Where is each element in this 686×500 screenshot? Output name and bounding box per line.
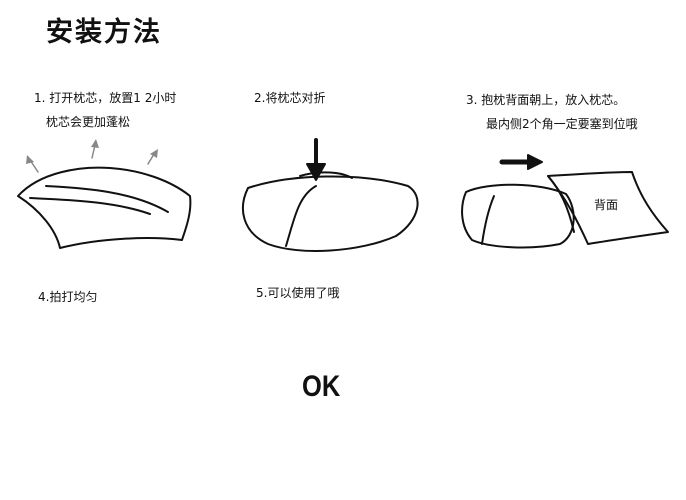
step3-core-fold [481,195,495,245]
step3-cover-outline [547,171,669,245]
right-arrow-head [527,154,543,170]
step2-line1: 2.将枕芯对折 [254,91,326,105]
step2-pillow-outline [241,175,419,252]
step1-line1: 1. 打开枕芯，放置1 2小时 [34,91,177,105]
step2-folded-drawing [241,138,419,252]
step3-core-outline [461,183,575,249]
step3-caption: 3. 抱枕背面朝上，放入枕芯。 最内侧2个角一定要塞到位哦 [466,88,638,136]
back-side-label: 背面 [594,198,619,212]
fluff-arrow-left-head [26,155,34,164]
page-title: 安装方法 [46,17,162,48]
step1-pillow-fold2 [29,197,151,215]
step2-caption: 2.将枕芯对折 [254,86,325,110]
down-arrow-head [306,163,326,181]
step5-caption: 5.可以使用了哦 [256,281,339,305]
step1-pillow-fold [45,185,169,213]
step2-top-edge [299,171,353,179]
step4-caption: 4.拍打均匀 [38,285,97,309]
step4-line1: 4.拍打均匀 [38,290,98,304]
step3-cover-opening [547,175,575,233]
fluff-arrow-middle-head [91,139,99,148]
ok-label: OK [302,370,341,403]
step1-line2: 枕芯会更加蓬松 [46,115,131,129]
step1-pillow-outline [17,166,192,249]
step3-insert-drawing [461,154,669,249]
fluff-arrow-right-head [150,149,158,158]
step1-caption: 1. 打开枕芯，放置1 2小时 枕芯会更加蓬松 [34,86,176,134]
step1-pillow-drawing [17,139,192,249]
step3-line2: 最内侧2个角一定要塞到位哦 [486,117,638,131]
step3-line1: 3. 抱枕背面朝上，放入枕芯。 [466,93,626,107]
step2-fold-line [285,185,317,247]
step5-line1: 5.可以使用了哦 [256,286,340,300]
